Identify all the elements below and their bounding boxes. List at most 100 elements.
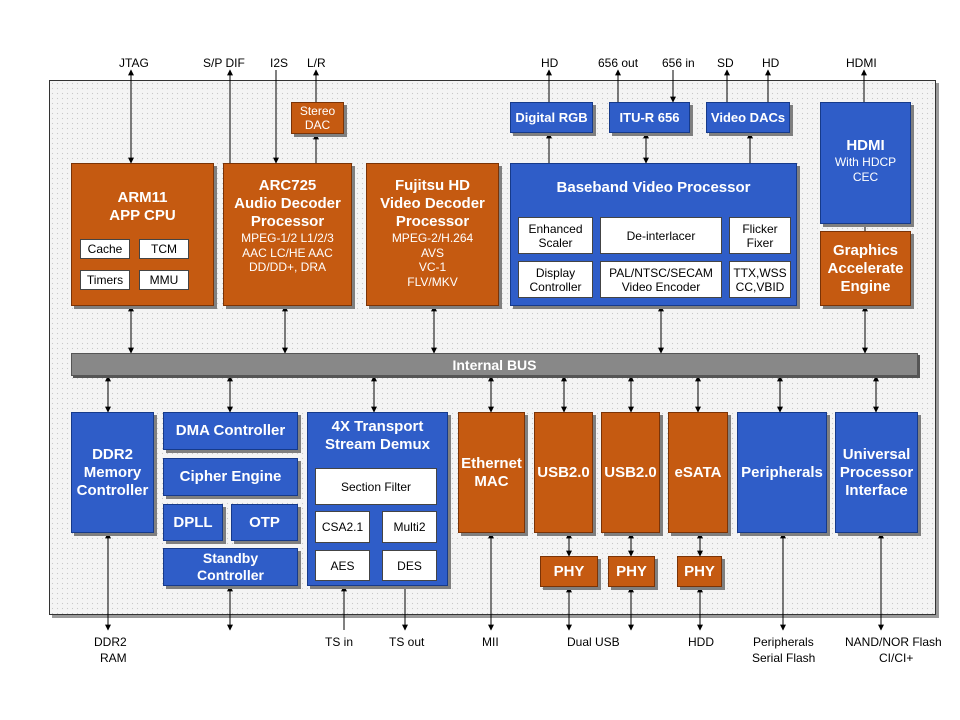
label-hd-dac: HD <box>762 56 780 70</box>
stereo-dac-block: Stereo DAC <box>291 102 344 134</box>
ddr2-controller-block: DDR2 Memory Controller <box>71 412 154 533</box>
stereo-dac-line2: DAC <box>304 118 331 132</box>
fujitsu-line3: Processor <box>395 213 470 230</box>
label-mii: MII <box>482 635 499 649</box>
video-dacs-block: Video DACs <box>706 102 790 133</box>
deinterlacer-block: De-interlacer <box>600 217 722 254</box>
aes-block: AES <box>315 550 370 581</box>
label-656-out: 656 out <box>598 56 639 70</box>
hdmi-block: HDMI With HDCP CEC <box>820 102 911 224</box>
ttx-line1: TTX,WSS <box>733 265 787 280</box>
video-dacs-label: Video DACs <box>710 110 786 125</box>
ttx-block: TTX,WSS CC,VBID <box>729 261 791 298</box>
upi-line3: Interface <box>845 481 908 499</box>
ddr2-line3: Controller <box>76 481 149 499</box>
mmu-block: MMU <box>139 270 189 290</box>
phy2-block: PHY <box>608 556 655 587</box>
arm11-line1: ARM11 <box>117 189 168 206</box>
cipher-label: Cipher Engine <box>179 468 282 485</box>
ethernet-mac-block: Ethernet MAC <box>458 412 525 533</box>
hdmi-line2: CEC <box>852 169 879 184</box>
flicker-fixer-line1: Flicker <box>742 221 778 236</box>
graphics-line1: Graphics <box>832 241 899 259</box>
peripherals-label: Peripherals <box>741 463 823 481</box>
label-nand-nor: NAND/NOR Flash <box>845 635 942 649</box>
internal-bus: Internal BUS <box>71 353 918 376</box>
phy1-block: PHY <box>540 556 598 587</box>
peripherals-block: Peripherals <box>737 412 827 533</box>
arm11-cpu-block: ARM11 APP CPU Cache TCM Timers MMU <box>71 163 214 306</box>
hdmi-line1: With HDCP <box>834 155 897 169</box>
hdmi-title: HDMI <box>846 137 885 154</box>
otp-block: OTP <box>231 504 298 541</box>
upi-line1: Universal <box>842 445 911 463</box>
itu656-block: ITU-R 656 <box>609 102 690 133</box>
display-controller-line1: Display <box>535 265 576 280</box>
label-serial-flash: Serial Flash <box>752 651 816 665</box>
dpll-block: DPLL <box>163 504 223 541</box>
enhanced-scaler-line1: Enhanced <box>528 221 583 236</box>
arm11-line2: APP CPU <box>109 207 176 224</box>
itu656-label: ITU-R 656 <box>619 110 680 125</box>
esata-label: eSATA <box>674 463 722 481</box>
phy3-block: PHY <box>677 556 722 587</box>
dpll-label: DPLL <box>173 513 213 531</box>
standby-line1: Standby <box>202 550 259 566</box>
label-hdmi-out: HDMI <box>846 56 877 70</box>
ttx-line2: CC,VBID <box>735 279 785 294</box>
video-encoder-block: PAL/NTSC/SECAM Video Encoder <box>600 261 722 298</box>
csa-block: CSA2.1 <box>315 511 370 543</box>
label-spdif: S/P DIF <box>203 56 245 70</box>
baseband-title: Baseband Video Processor <box>556 179 751 196</box>
label-hdd: HDD <box>688 635 714 649</box>
label-ci: CI/CI+ <box>879 651 914 665</box>
label-dual-usb: Dual USB <box>567 635 620 649</box>
ddr2-line1: DDR2 <box>92 445 133 463</box>
usb2-label: USB2.0 <box>604 463 657 481</box>
arc725-detail3: DD/DD+, DRA <box>248 260 326 274</box>
phy1-label: PHY <box>553 562 585 580</box>
usb1-label: USB2.0 <box>537 463 590 481</box>
fujitsu-detail2: AVS <box>420 245 445 260</box>
arc725-line3: Processor <box>250 213 325 230</box>
phy3-label: PHY <box>684 562 715 580</box>
section-filter-block: Section Filter <box>315 468 437 505</box>
arc725-line1: ARC725 <box>258 177 317 194</box>
fujitsu-video-block: Fujitsu HD Video Decoder Processor MPEG-… <box>366 163 499 306</box>
ethernet-line2: MAC <box>474 472 509 490</box>
enhanced-scaler-block: Enhanced Scaler <box>518 217 593 254</box>
label-peripherals: Peripherals <box>753 635 814 649</box>
standby-controller-block: Standby Controller <box>163 548 298 586</box>
fujitsu-line1: Fujitsu HD <box>395 177 470 194</box>
baseband-video-block: Baseband Video Processor Enhanced Scaler… <box>510 163 797 306</box>
digital-rgb-label: Digital RGB <box>515 110 588 125</box>
graphics-engine-block: Graphics Accelerate Engine <box>820 231 911 306</box>
multi2-block: Multi2 <box>382 511 437 543</box>
video-encoder-line1: PAL/NTSC/SECAM <box>609 265 713 280</box>
usb1-block: USB2.0 <box>534 412 593 533</box>
display-controller-line2: Controller <box>529 279 582 294</box>
label-656-in: 656 in <box>662 56 695 70</box>
fujitsu-detail4: FLV/MKV <box>407 274 458 289</box>
dma-label: DMA Controller <box>175 422 286 439</box>
standby-line2: Controller <box>197 567 264 583</box>
video-encoder-line2: Video Encoder <box>621 279 701 294</box>
transport-demux-block: 4X Transport Stream Demux Section Filter… <box>307 412 448 586</box>
fujitsu-detail1: MPEG-2/H.264 <box>391 231 474 245</box>
dma-controller-block: DMA Controller <box>163 412 298 450</box>
flicker-fixer-block: Flicker Fixer <box>729 217 791 254</box>
flicker-fixer-line2: Fixer <box>746 235 774 250</box>
enhanced-scaler-line2: Scaler <box>538 235 573 250</box>
cache-block: Cache <box>80 239 130 259</box>
label-ts-in: TS in <box>325 635 354 649</box>
digital-rgb-block: Digital RGB <box>510 102 593 133</box>
arc725-audio-block: ARC725 Audio Decoder Processor MPEG-1/2 … <box>223 163 352 306</box>
arc725-line2: Audio Decoder <box>234 195 341 212</box>
otp-label: OTP <box>249 513 280 531</box>
cipher-engine-block: Cipher Engine <box>163 458 298 496</box>
usb2-block: USB2.0 <box>601 412 660 533</box>
ethernet-line1: Ethernet <box>461 454 522 472</box>
universal-processor-interface-block: Universal Processor Interface <box>835 412 918 533</box>
upi-line2: Processor <box>839 463 914 481</box>
